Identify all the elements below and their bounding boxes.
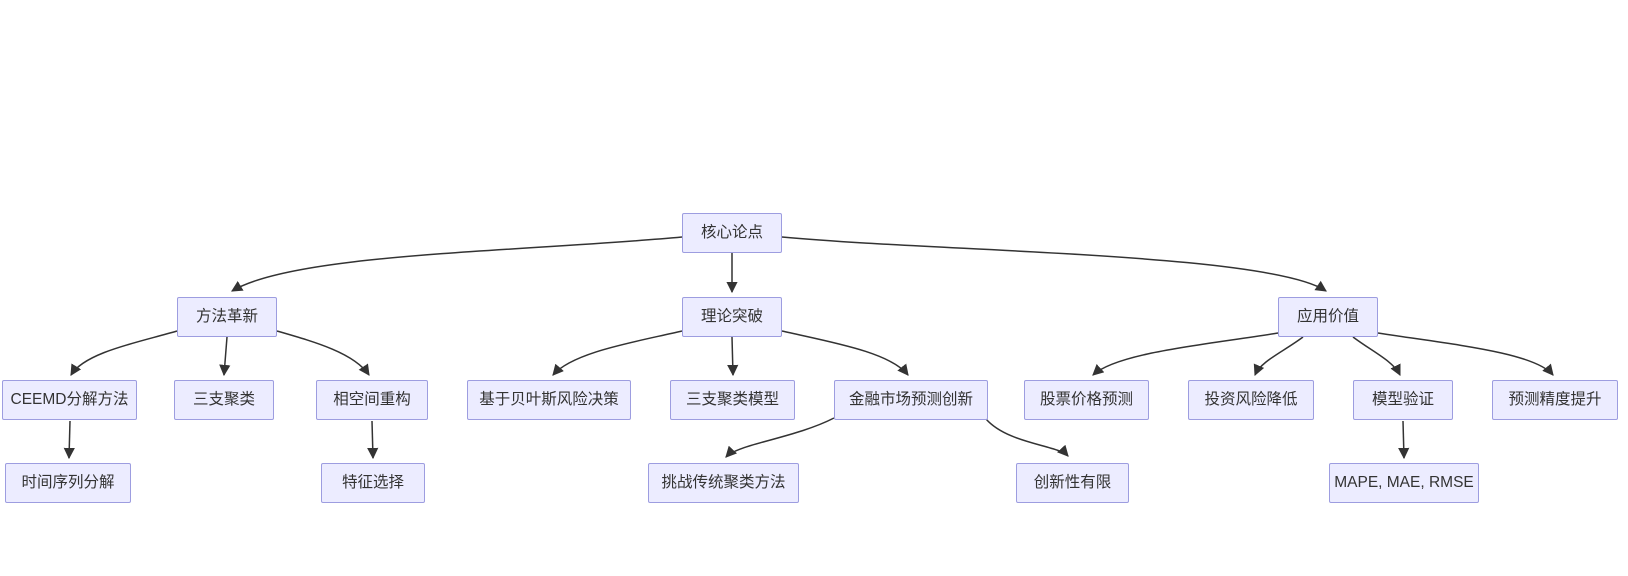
node-application-value: 应用价值 [1278, 297, 1378, 337]
edge-theory-breakthrough-to-bayesian-risk-decision [552, 330, 683, 376]
node-label: CEEMD分解方法 [10, 391, 129, 409]
node-core-thesis: 核心论点 [682, 213, 782, 253]
edge-method-innovation-to-phase-space-reconstruction [276, 330, 370, 376]
edge-financial-market-forecast-innovation-to-challenge-traditional-clustering [725, 417, 835, 458]
node-three-way-clustering-model: 三支聚类模型 [670, 380, 795, 420]
node-label: 模型验证 [1371, 391, 1434, 409]
node-time-series-decomposition: 时间序列分解 [5, 463, 131, 503]
node-feature-selection: 特征选择 [321, 463, 425, 503]
node-label: 基于贝叶斯风险决策 [479, 391, 619, 409]
node-ceemd-decomposition: CEEMD分解方法 [2, 380, 137, 420]
edge-application-value-to-forecast-accuracy-improvement [1377, 332, 1554, 376]
node-label: 投资风险降低 [1204, 391, 1298, 409]
edge-theory-breakthrough-to-three-way-clustering-model [727, 336, 739, 377]
node-theory-breakthrough: 理论突破 [682, 297, 782, 337]
node-method-innovation: 方法革新 [177, 297, 277, 337]
node-label: 相空间重构 [333, 391, 411, 409]
node-model-validation: 模型验证 [1353, 380, 1453, 420]
node-label: 股票价格预测 [1039, 391, 1133, 409]
edge-core-thesis-to-application-value [781, 236, 1327, 292]
edge-core-thesis-to-method-innovation [231, 236, 683, 292]
node-label: 核心论点 [700, 224, 763, 242]
node-forecast-accuracy-improvement: 预测精度提升 [1492, 380, 1618, 420]
node-label: 预测精度提升 [1508, 391, 1602, 409]
node-challenge-traditional-clustering: 挑战传统聚类方法 [648, 463, 799, 503]
node-label: 时间序列分解 [21, 474, 115, 492]
edge-application-value-to-model-validation [1352, 336, 1401, 377]
node-label: 三支聚类 [192, 391, 255, 409]
node-bayesian-risk-decision: 基于贝叶斯风险决策 [467, 380, 631, 420]
node-limited-novelty: 创新性有限 [1016, 463, 1129, 503]
edge-phase-space-reconstruction-to-feature-selection [367, 420, 379, 460]
node-investment-risk-reduction: 投资风险降低 [1188, 380, 1314, 420]
node-financial-market-forecast-innovation: 金融市场预测创新 [834, 380, 988, 420]
node-label: 金融市场预测创新 [848, 391, 973, 409]
node-label: 应用价值 [1296, 308, 1359, 326]
node-stock-price-prediction: 股票价格预测 [1024, 380, 1149, 420]
edge-method-innovation-to-ceemd-decomposition [70, 330, 178, 376]
node-label: 方法革新 [195, 308, 258, 326]
node-label: 特征选择 [341, 474, 404, 492]
edge-application-value-to-stock-price-prediction [1092, 332, 1279, 376]
node-phase-space-reconstruction: 相空间重构 [316, 380, 428, 420]
node-label: MAPE, MAE, RMSE [1334, 474, 1474, 492]
node-label: 挑战传统聚类方法 [661, 474, 786, 492]
edge-application-value-to-investment-risk-reduction [1253, 336, 1304, 377]
node-label: 创新性有限 [1033, 474, 1112, 492]
edge-ceemd-decomposition-to-time-series-decomposition [63, 420, 75, 460]
edge-theory-breakthrough-to-financial-market-forecast-innovation [781, 330, 909, 376]
edge-model-validation-to-evaluation-metrics [1398, 420, 1410, 460]
node-evaluation-metrics: MAPE, MAE, RMSE [1329, 463, 1479, 503]
edge-method-innovation-to-three-way-clustering [219, 336, 231, 377]
node-three-way-clustering: 三支聚类 [174, 380, 274, 420]
node-label: 理论突破 [700, 308, 763, 326]
edge-financial-market-forecast-innovation-to-limited-novelty [985, 418, 1069, 457]
node-label: 三支聚类模型 [685, 391, 779, 409]
